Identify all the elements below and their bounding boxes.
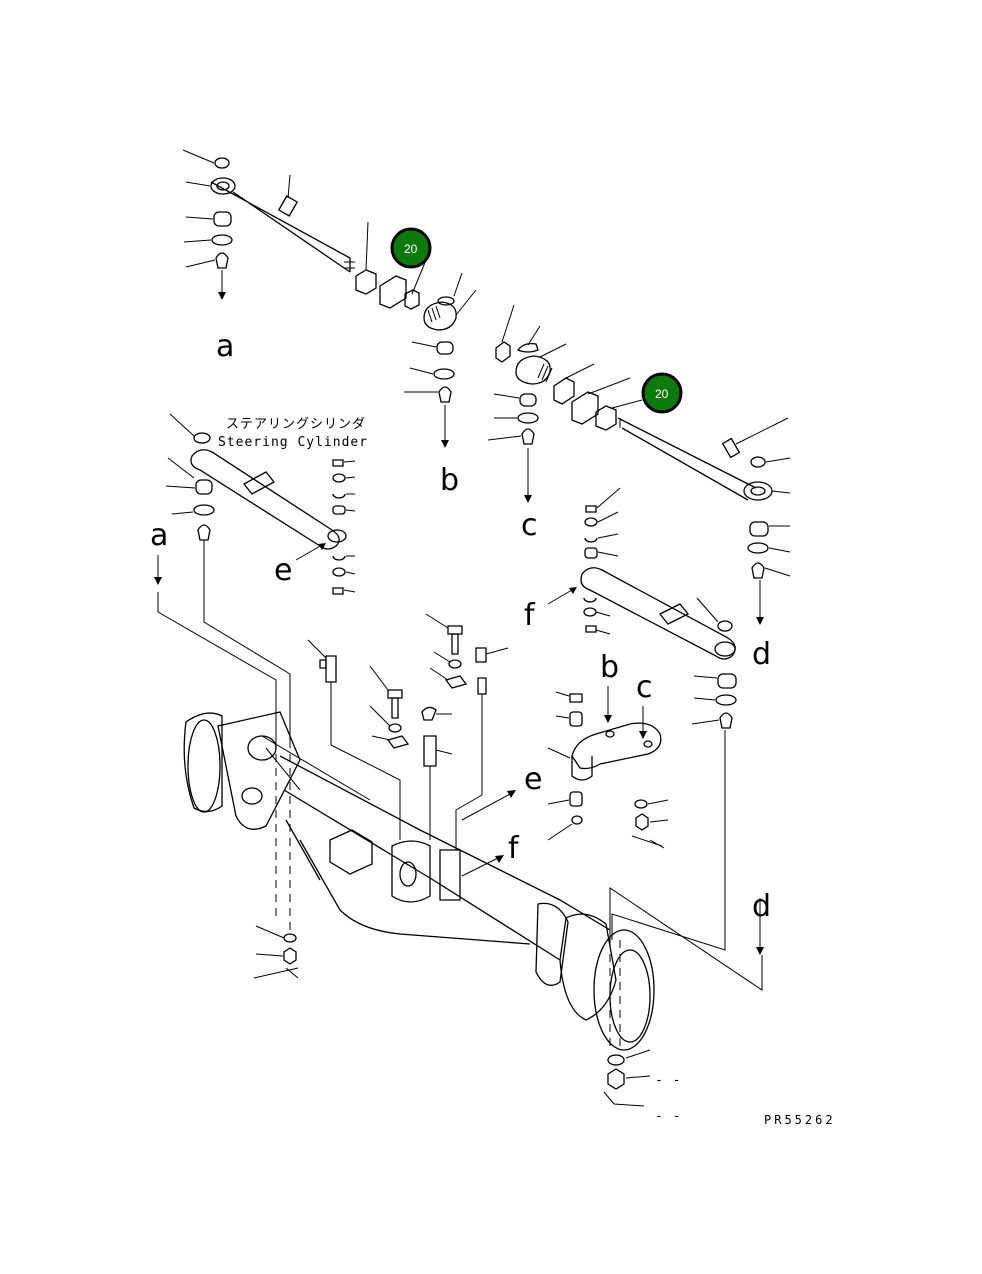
ball-joint-c: c bbox=[487, 393, 539, 543]
left-rod-adjuster bbox=[355, 221, 477, 331]
ref-label-b-mid: b bbox=[600, 650, 619, 685]
ref-label-b-top: b bbox=[440, 463, 459, 498]
dash-mark-1: - - bbox=[655, 1073, 681, 1088]
part-badge-2: 20 bbox=[641, 372, 683, 414]
ref-a-left: a bbox=[150, 518, 168, 585]
dash-mark-2: - - bbox=[655, 1109, 681, 1124]
upper-right-tie-rod bbox=[495, 304, 791, 501]
steering-cylinder-label-jp: ステアリングシリンダ bbox=[226, 417, 366, 432]
right-steering-cylinder: f bbox=[524, 487, 736, 660]
ref-label-a-top: a bbox=[216, 329, 234, 364]
ref-label-f-lower: f bbox=[508, 831, 520, 866]
routing-lines: e f d bbox=[157, 592, 771, 991]
center-ball-joint-b: b bbox=[404, 341, 459, 498]
ball-joint-d: d bbox=[747, 521, 791, 672]
ref-label-c-top: c bbox=[521, 508, 538, 543]
steering-cylinder-label: ステアリングシリンダ Steering Cylinder bbox=[218, 417, 368, 450]
badge-1-text: 20 bbox=[404, 242, 418, 256]
lower-right-fasteners: - - - - bbox=[603, 1049, 681, 1124]
left-steering-cylinder: e bbox=[165, 413, 356, 615]
ref-label-a-left: a bbox=[150, 518, 168, 553]
ref-label-f-cylinder: f bbox=[524, 598, 536, 633]
ref-label-d-top: d bbox=[752, 637, 771, 672]
lower-right-joint-stack bbox=[691, 673, 737, 748]
center-fittings bbox=[307, 613, 509, 840]
badge-2-text: 20 bbox=[655, 387, 669, 401]
lower-left-fasteners bbox=[253, 925, 299, 979]
upper-left-tie-rod: a bbox=[182, 149, 355, 364]
ref-label-c-mid: c bbox=[636, 670, 653, 705]
bellcrank-assembly: b c bbox=[547, 650, 669, 849]
ref-label-e-cylinder: e bbox=[274, 553, 292, 588]
ref-label-d-lower: d bbox=[752, 889, 771, 924]
axle-housing bbox=[183, 711, 655, 1051]
ref-label-e-lower: e bbox=[524, 762, 542, 797]
drawing-code: PR55262 bbox=[764, 1113, 836, 1127]
steering-cylinder-label-en: Steering Cylinder bbox=[218, 435, 368, 450]
part-badge-1: 20 bbox=[390, 227, 432, 269]
